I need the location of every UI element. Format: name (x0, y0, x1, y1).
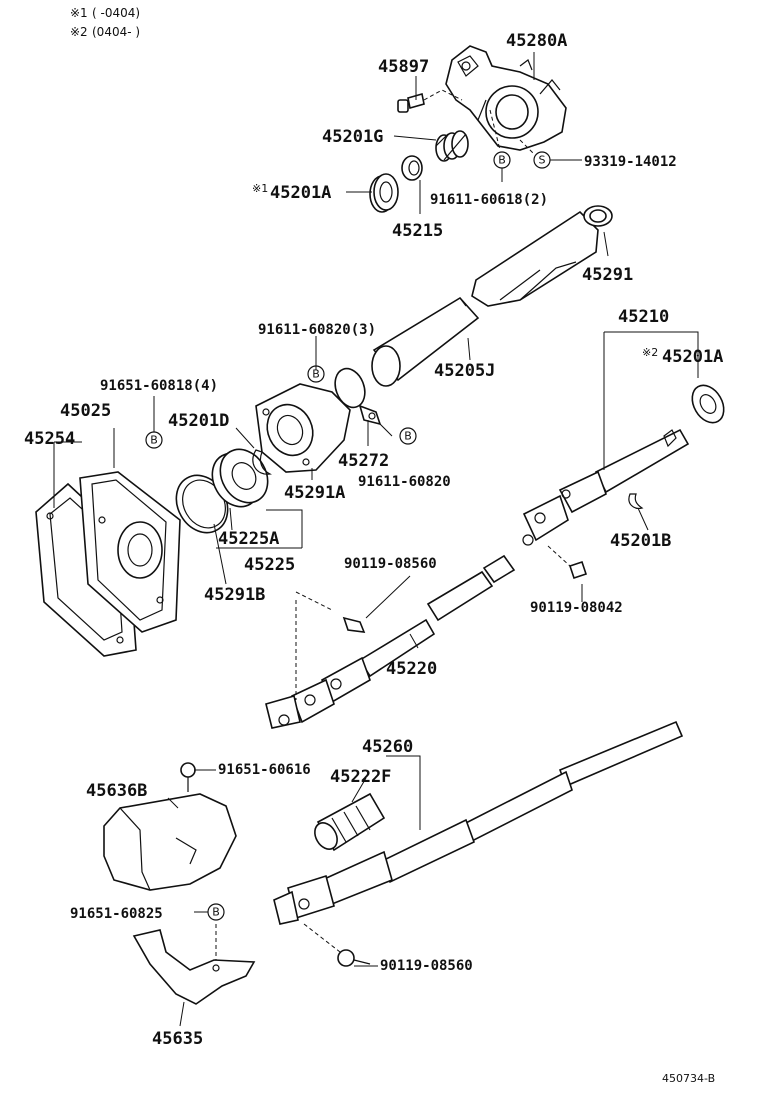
bolt-90119-08042-drawing (547, 545, 588, 580)
note-1: ※1 ( -0404) (70, 6, 140, 20)
part-label-91611-60820-3: 91611-60820(3) (258, 322, 376, 338)
part-label-45201B: 45201B (610, 531, 671, 551)
svg-text:B: B (312, 368, 320, 381)
part-label-91651-60616: 91651-60616 (218, 762, 311, 778)
part-label-45201G: 45201G (322, 127, 383, 147)
clamp-45272-drawing (334, 367, 382, 426)
spring-45201G-drawing (435, 130, 469, 162)
bearing-45201A-2-drawing (691, 384, 725, 424)
note-mark-45201A-1: ※1 (252, 182, 268, 195)
part-label-93319-14012: 93319-14012 (584, 154, 677, 170)
svg-text:※1: ※1 (70, 6, 88, 20)
part-label-91651-60825: 91651-60825 (70, 906, 163, 922)
circle-mark-b-5: B (207, 903, 225, 921)
part-label-45897: 45897 (378, 57, 429, 77)
cover-45636B-drawing (103, 793, 237, 891)
part-label-45291B: 45291B (204, 585, 265, 605)
bolt-45897-drawing (397, 89, 463, 113)
svg-text:※2: ※2 (70, 25, 88, 39)
svg-text:B: B (498, 154, 506, 167)
column-bracket-45280A-drawing (445, 45, 567, 151)
upper-column-tube-drawing (471, 205, 613, 307)
housing-45291A-drawing (255, 383, 351, 473)
part-label-90119-08042: 90119-08042 (530, 600, 623, 616)
bearing-45201A-1-drawing (369, 173, 399, 213)
bearing-45225-drawing (211, 448, 269, 508)
part-label-90119-08560-b: 90119-08560 (380, 958, 473, 974)
part-label-45272: 45272 (338, 451, 389, 471)
snap-ring-45201B-drawing (628, 493, 644, 509)
circle-mark-s: S (533, 151, 551, 169)
part-label-45210: 45210 (618, 307, 669, 327)
svg-text:S: S (539, 154, 546, 167)
part-label-45222F: 45222F (330, 767, 391, 787)
part-label-45201A-2: 45201A (662, 347, 723, 367)
leader-lines (53, 52, 699, 1027)
svg-text:B: B (150, 434, 158, 447)
part-label-45260: 45260 (362, 737, 413, 757)
part-label-45201D: 45201D (168, 411, 229, 431)
circle-mark-b-4: B (399, 427, 417, 445)
bolt-90119-08560-a-drawing (295, 591, 366, 700)
part-label-45215: 45215 (392, 221, 443, 241)
svg-text:(0404- ): (0404- ) (92, 25, 140, 39)
drawing-reference-code: 450734-B (662, 1072, 715, 1085)
circle-mark-b-1: B (493, 151, 511, 169)
part-label-45291A: 45291A (284, 483, 345, 503)
note-mark-45201A-2: ※2 (642, 346, 658, 359)
ring-45215-drawing (401, 155, 423, 181)
bracket-45635-drawing (132, 924, 256, 1005)
part-label-45635: 45635 (152, 1029, 203, 1049)
cover-45025-drawing (79, 471, 181, 633)
part-label-45254: 45254 (24, 429, 75, 449)
part-label-45280A: 45280A (506, 31, 567, 51)
circle-mark-b-3: B (145, 431, 163, 449)
part-label-45225A: 45225A (218, 529, 279, 549)
bolt-91651-60616-drawing (180, 762, 196, 792)
svg-text:B: B (212, 906, 220, 919)
part-label-45025: 45025 (60, 401, 111, 421)
snap-ring-45201D-drawing (252, 449, 272, 475)
boot-45222F-drawing (314, 792, 386, 852)
shaft-45260-drawing (273, 720, 684, 925)
dashed-lead-top (489, 109, 535, 155)
svg-text:B: B (404, 430, 412, 443)
part-label-45201A-1: 45201A (270, 183, 331, 203)
svg-text:( -0404): ( -0404) (92, 6, 140, 20)
part-label-45205J: 45205J (434, 361, 495, 381)
shaft-45210-drawing (522, 428, 690, 546)
part-label-45291: 45291 (582, 265, 633, 285)
part-label-91611-60820: 91611-60820 (358, 474, 451, 490)
part-label-45225: 45225 (244, 555, 295, 575)
shaft-45220-drawing (265, 554, 516, 729)
part-label-91611-60618: 91611-60618(2) (430, 192, 548, 208)
part-label-90119-08560-a: 90119-08560 (344, 556, 437, 572)
part-label-45220: 45220 (386, 659, 437, 679)
part-label-45636B: 45636B (86, 781, 147, 801)
note-2: ※2 (0404- ) (70, 25, 140, 39)
tube-45205J-drawing (371, 296, 480, 387)
bolt-90119-08560-b-drawing (303, 923, 371, 967)
circle-mark-b-2: B (307, 365, 325, 383)
part-label-91651-60818: 91651-60818(4) (100, 378, 218, 394)
